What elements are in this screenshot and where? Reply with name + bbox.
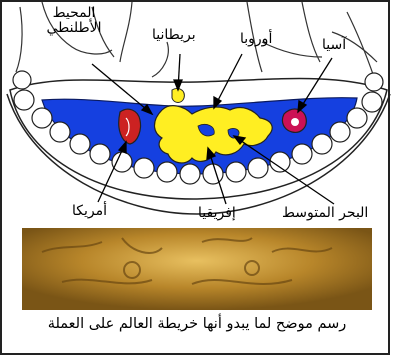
- label-africa: إفريقيا: [198, 206, 236, 221]
- label-asia: آسيا: [322, 38, 346, 53]
- label-europe: أوروبا: [240, 32, 272, 47]
- asia-detail: [291, 118, 299, 126]
- label-america: أمريكا: [72, 204, 107, 219]
- figure-caption: رسم موضح لما يبدو أنها خريطة العالم على …: [2, 316, 392, 332]
- label-atlantic-ocean: المحيط الأطلنطي: [32, 6, 116, 37]
- figure-frame: المحيط الأطلنطي بريطانيا أوروبا آسيا أمر…: [0, 0, 390, 355]
- label-britain: بريطانيا: [152, 28, 196, 43]
- coin-map-diagram: [2, 2, 392, 357]
- coin-photo-strip: [22, 228, 372, 310]
- label-mediterranean: البحر المتوسط: [282, 206, 368, 221]
